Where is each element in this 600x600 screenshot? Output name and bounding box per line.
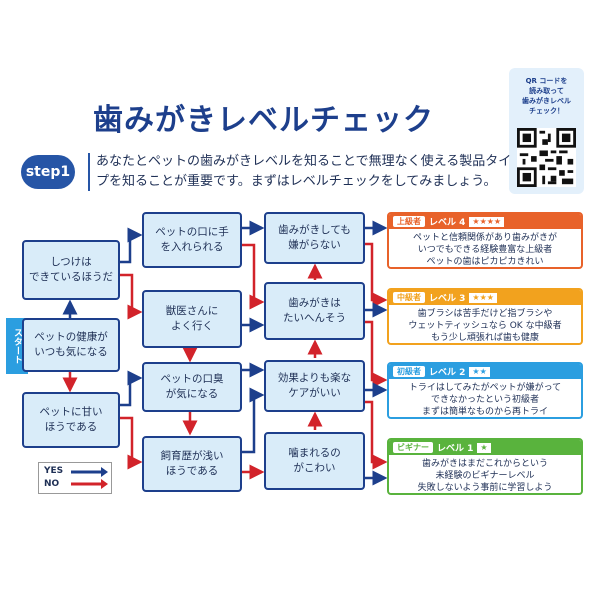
result-text: 歯みがきはまだこれからという 未経験のビギナーレベル 失敗しないよう事前に学習し… xyxy=(417,459,553,493)
step-badge: step1 xyxy=(21,155,75,189)
page-title: 歯みがきレベルチェック xyxy=(93,103,434,138)
result-text: トライはしてみたがペットが嫌がって できなかったという初級者 まずは簡単なものか… xyxy=(408,383,562,417)
node-vet-visits[interactable]: 獣医さんに よく行く xyxy=(142,290,242,348)
star-rating: ★★ xyxy=(469,366,490,377)
level-label: レベル 1 xyxy=(437,444,474,454)
node-discipline[interactable]: しつけは できているほうだ xyxy=(22,240,120,300)
node-seems-hard[interactable]: 歯みがきは たいへんそう xyxy=(264,282,365,340)
level-label: レベル 3 xyxy=(429,294,466,304)
node-bad-breath[interactable]: ペットの口臭 が気になる xyxy=(142,362,242,412)
intro-divider xyxy=(88,153,90,191)
grade-badge: 中級者 xyxy=(393,292,425,303)
star-rating: ★★★★ xyxy=(469,216,505,227)
node-no-resistance[interactable]: 歯みがきしても 嫌がらない xyxy=(264,212,365,264)
node-lenient[interactable]: ペットに甘い ほうである xyxy=(22,392,120,448)
legend-arrows xyxy=(71,467,108,489)
grade-badge: 初級者 xyxy=(393,366,425,377)
node-health[interactable]: ペットの健康が いつも気になる xyxy=(22,318,120,372)
result-header: 初級者 レベル 2 ★★ xyxy=(389,364,581,379)
node-easy-care[interactable]: 効果よりも楽な ケアがいい xyxy=(264,360,365,412)
level-label: レベル 2 xyxy=(429,368,466,378)
result-text: ペットと信頼関係があり歯みがきが いつでもできる経験豊富な上級者 ペットの歯はピ… xyxy=(412,233,557,267)
qr-caption: QR コードを 読み取って 歯みがきレベル チェック！ xyxy=(522,77,571,115)
node-hand-in-mouth[interactable]: ペットの口に手 を入れられる xyxy=(142,212,242,268)
result-level-1: ビギナー レベル 1 ★ 歯みがきはまだこれからという 未経験のビギナーレベル … xyxy=(387,438,583,495)
node-new-owner[interactable]: 飼育歴が浅い ほうである xyxy=(142,436,242,492)
node-fear-bite[interactable]: 噛まれるの がこわい xyxy=(264,432,365,490)
star-rating: ★★★ xyxy=(469,292,497,303)
intro-text: あなたとペットの歯みがきレベルを知ることで無理なく使える製品タイプを知ることが重… xyxy=(96,154,512,189)
grade-badge: 上級者 xyxy=(393,216,425,227)
legend-no-label: NO xyxy=(44,479,60,489)
legend-yes-label: YES xyxy=(44,466,64,476)
qr-card: QR コードを 読み取って 歯みがきレベル チェック！ xyxy=(509,68,584,194)
star-rating: ★ xyxy=(477,442,491,453)
grade-badge: ビギナー xyxy=(393,442,433,453)
qr-code-icon[interactable] xyxy=(517,128,576,187)
result-header: ビギナー レベル 1 ★ xyxy=(389,440,581,455)
result-header: 中級者 レベル 3 ★★★ xyxy=(389,290,581,305)
legend: YES NO xyxy=(38,462,112,494)
result-level-3: 中級者 レベル 3 ★★★ 歯ブラシは苦手だけど指ブラシや ウェットティッシュな… xyxy=(387,288,583,345)
result-text: 歯ブラシは苦手だけど指ブラシや ウェットティッシュなら OK な中級者 もう少し… xyxy=(408,309,562,343)
result-header: 上級者 レベル 4 ★★★★ xyxy=(389,214,581,229)
level-label: レベル 4 xyxy=(429,218,466,228)
result-level-4: 上級者 レベル 4 ★★★★ ペットと信頼関係があり歯みがきが いつでもできる経… xyxy=(387,212,583,269)
result-level-2: 初級者 レベル 2 ★★ トライはしてみたがペットが嫌がって できなかったという… xyxy=(387,362,583,419)
